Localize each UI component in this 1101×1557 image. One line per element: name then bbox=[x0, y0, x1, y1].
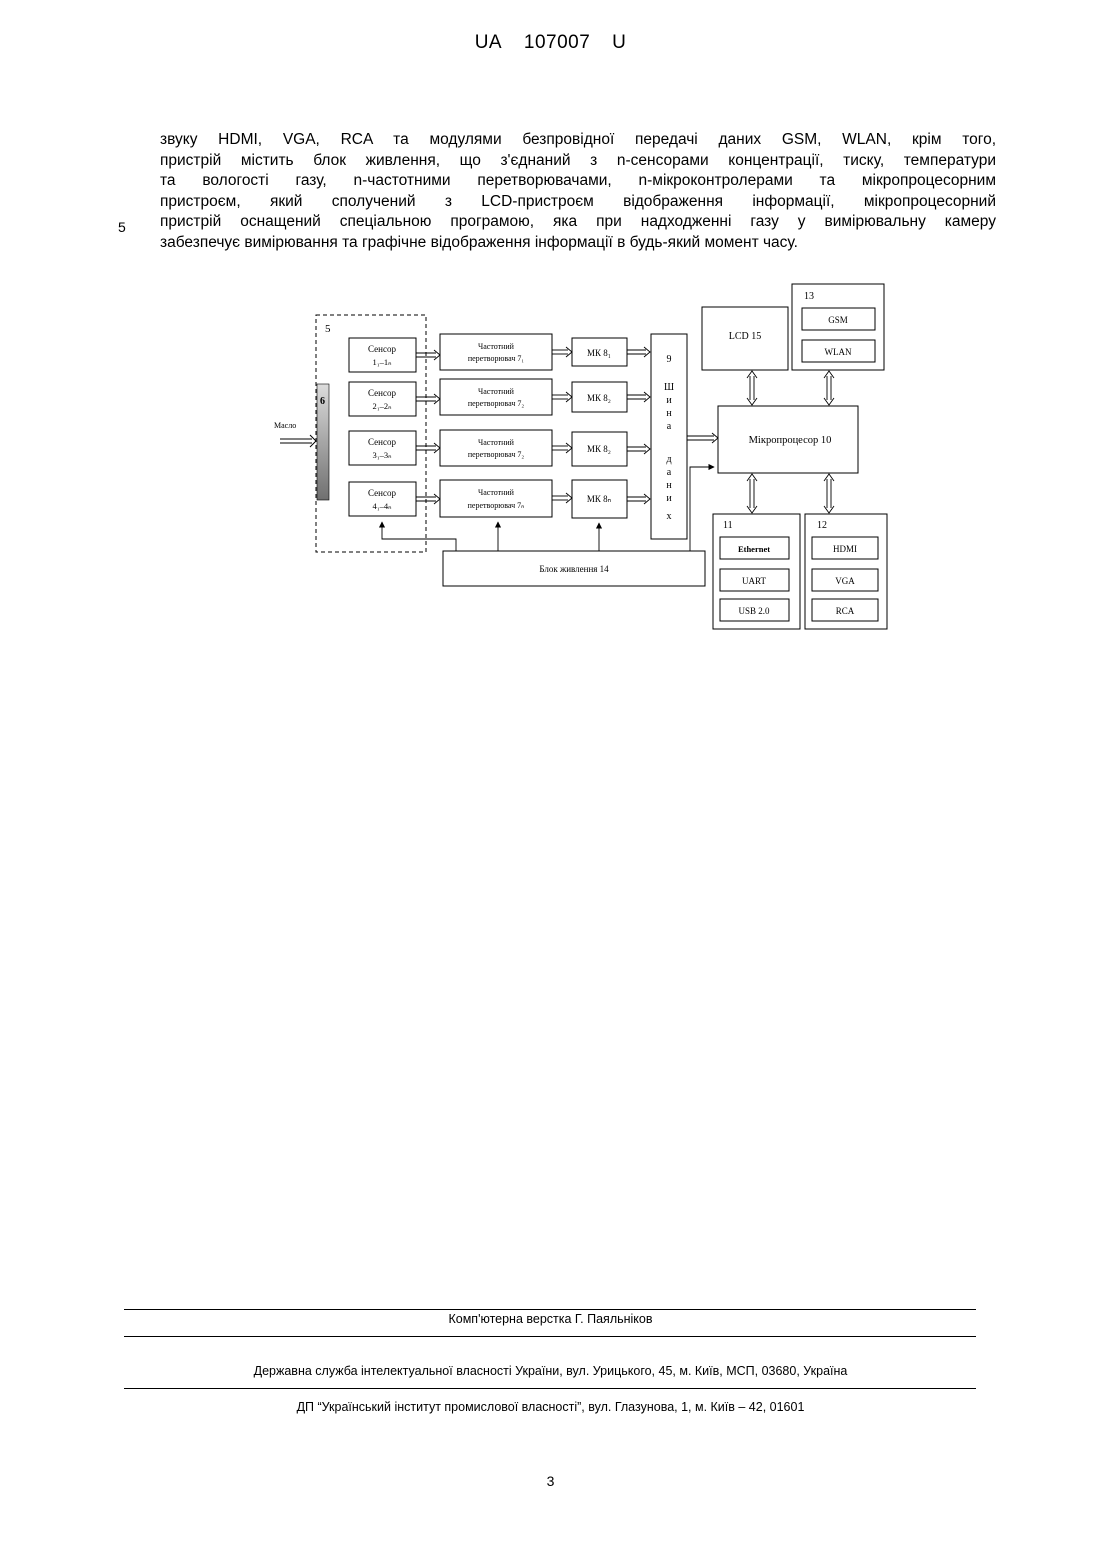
mcu-label: МК 8₂ bbox=[587, 393, 611, 403]
converter-block: Частотний перетворювач 7₁ bbox=[440, 334, 552, 370]
hdmi-label: HDMI bbox=[833, 544, 857, 554]
usb-label: USB 2.0 bbox=[738, 606, 770, 616]
patent-country: UA bbox=[475, 32, 502, 53]
bus-letter: и bbox=[666, 395, 672, 406]
line-number: 5 bbox=[118, 219, 126, 235]
mcu-label: МК 8ₙ bbox=[587, 494, 612, 504]
group-13-label: 13 bbox=[804, 291, 814, 302]
patent-number: 107007 bbox=[524, 32, 590, 53]
rca-label: RCA bbox=[836, 606, 855, 616]
converter-to-mcu-arrows bbox=[552, 347, 572, 503]
converter-line2: перетворювач 7ₙ bbox=[468, 501, 525, 510]
wlan-label: WLAN bbox=[825, 347, 852, 357]
group-11-label: 11 bbox=[723, 520, 733, 531]
mcu-block: МК 8₁ bbox=[572, 338, 627, 366]
sensor-block: Сенсор 2₁–2ₙ bbox=[349, 382, 416, 416]
sensor-index: 3₁–3ₙ bbox=[372, 450, 392, 460]
converter-line2: перетворювач 7₂ bbox=[468, 399, 525, 408]
converter-line1: Частотний bbox=[478, 342, 515, 351]
group-5-label: 5 bbox=[325, 323, 331, 335]
converter-line1: Частотний bbox=[478, 488, 515, 497]
mcu-label: МК 8₁ bbox=[587, 348, 611, 358]
bus-number: 9 bbox=[667, 354, 672, 365]
block-6-label: 6 bbox=[320, 396, 325, 407]
microprocessor-label: Мікропроцесор 10 bbox=[749, 435, 832, 446]
input-arrow bbox=[280, 435, 316, 447]
paragraph-line: пристрій містить блок живлення, що з'єдн… bbox=[160, 151, 996, 172]
paragraph-line: та вологості газу, n-частотними перетвор… bbox=[160, 171, 996, 192]
ethernet-label: Ethernet bbox=[738, 544, 770, 554]
patent-office-address: Державна служба інтелектуальної власност… bbox=[0, 1364, 1101, 1378]
paragraph-line: пристроєм, який сполучений з LCD-пристро… bbox=[160, 192, 996, 213]
vga-label: VGA bbox=[835, 576, 855, 586]
description-paragraph: звуку HDMI, VGA, RCA та модулями безпров… bbox=[160, 130, 996, 253]
converter-line2: перетворювач 7₂ bbox=[468, 450, 525, 459]
bus-letter: х bbox=[667, 511, 672, 522]
converter-line2: перетворювач 7₁ bbox=[468, 354, 525, 363]
sensor-name: Сенсор bbox=[368, 388, 396, 398]
sensor-block: Сенсор 4₁–4ₙ bbox=[349, 482, 416, 516]
mcu-block: МК 8₂ bbox=[572, 432, 627, 466]
lcd-label: LCD 15 bbox=[729, 331, 762, 342]
uart-label: UART bbox=[742, 576, 766, 586]
layout-credit: Комп'ютерна верстка Г. Паяльніков bbox=[0, 1312, 1101, 1326]
bus-letter: Ш bbox=[664, 382, 674, 393]
processor-av-link bbox=[824, 474, 834, 513]
paragraph-line: звуку HDMI, VGA, RCA та модулями безпров… bbox=[160, 130, 996, 151]
footer-rule bbox=[124, 1388, 976, 1389]
processor-wired-link bbox=[747, 474, 757, 513]
sensor-block: Сенсор 3₁–3ₙ bbox=[349, 431, 416, 465]
converter-block: Частотний перетворювач 7ₙ bbox=[440, 480, 552, 517]
bus-letter: н bbox=[666, 480, 672, 491]
converter-line1: Частотний bbox=[478, 387, 515, 396]
sensor-index: 2₁–2ₙ bbox=[372, 401, 392, 411]
institute-address: ДП “Український інститут промислової вла… bbox=[0, 1400, 1101, 1414]
footer-rule bbox=[124, 1336, 976, 1337]
footer-rule bbox=[124, 1309, 976, 1310]
sensor-name: Сенсор bbox=[368, 437, 396, 447]
processor-wireless-link bbox=[824, 371, 834, 405]
paragraph-line: пристрій оснащений спеціальною програмою… bbox=[160, 212, 996, 233]
page-number: 3 bbox=[0, 1473, 1101, 1489]
power-supply-label: Блок живлення 14 bbox=[539, 564, 609, 574]
sensor-name: Сенсор bbox=[368, 488, 396, 498]
mcu-label: МК 8₂ bbox=[587, 444, 611, 454]
group-12-label: 12 bbox=[817, 520, 827, 531]
mcu-block: МК 8₂ bbox=[572, 382, 627, 412]
sensor-to-converter-arrows bbox=[416, 350, 440, 504]
converter-line1: Частотний bbox=[478, 438, 515, 447]
converter-block: Частотний перетворювач 7₂ bbox=[440, 379, 552, 415]
mcu-block: МК 8ₙ bbox=[572, 480, 627, 518]
gsm-label: GSM bbox=[828, 315, 848, 325]
bus-vertical-label: Ш и н а д а н и х bbox=[664, 382, 674, 522]
paragraph-line: забезпечує вимірювання та графічне відоб… bbox=[160, 233, 996, 254]
patent-header: UA 107007 U bbox=[0, 32, 1101, 54]
bus-letter: и bbox=[666, 493, 672, 504]
sensor-block: Сенсор 1₁–1ₙ bbox=[349, 338, 416, 372]
bus-letter: а bbox=[667, 467, 672, 478]
mcu-to-bus-arrows bbox=[627, 347, 650, 504]
bus-letter: а bbox=[667, 421, 672, 432]
sensor-index: 1₁–1ₙ bbox=[372, 357, 392, 367]
block-diagram: Масло 5 6 Сенсор 1₁–1ₙ Сенсор 2₁–2ₙ Сенс… bbox=[272, 282, 892, 634]
bus-letter: н bbox=[666, 408, 672, 419]
input-label: Масло bbox=[274, 421, 296, 430]
sensor-name: Сенсор bbox=[368, 344, 396, 354]
bus-to-processor-arrow bbox=[687, 433, 718, 443]
processor-lcd-link bbox=[747, 371, 757, 405]
converter-block: Частотний перетворювач 7₂ bbox=[440, 430, 552, 466]
sensor-index: 4₁–4ₙ bbox=[372, 501, 392, 511]
bus-letter: д bbox=[666, 454, 671, 465]
patent-kind: U bbox=[612, 32, 626, 53]
